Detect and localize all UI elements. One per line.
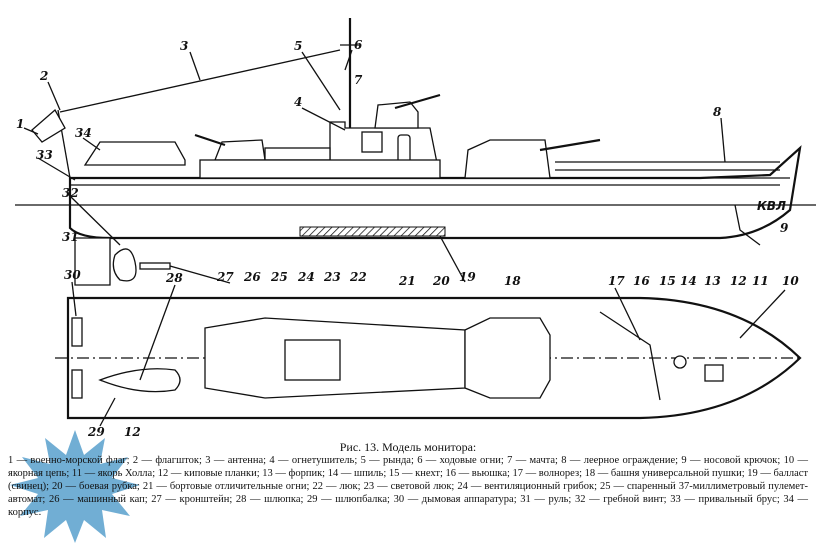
bow-hook — [734, 204, 761, 246]
figure-caption-title: Рис. 13. Модель монитора: — [339, 440, 477, 454]
callout-17: 17 — [608, 274, 625, 288]
rudder — [74, 237, 111, 286]
waterline-label: КВЛ — [757, 199, 786, 213]
turret-18 — [464, 139, 551, 179]
callouts: 1 2 3 4 5 6 7 8 9 10 11 12 13 14 15 16 1… — [16, 38, 799, 439]
callout-32: 32 — [62, 186, 79, 200]
capstan — [673, 355, 687, 369]
callout-5: 5 — [294, 39, 302, 53]
smoke-apparatus — [71, 317, 83, 347]
gun-barrel — [539, 138, 601, 152]
gun-barrel — [194, 133, 226, 147]
hull-plan — [66, 296, 802, 420]
engine-casing — [264, 147, 331, 161]
callout-19: 19 — [459, 270, 476, 284]
figure-legend-block: 1 — военно-морской флаг; 2 — флагшток; 3… — [8, 454, 808, 519]
propeller — [112, 248, 137, 282]
turret-upper — [374, 101, 419, 129]
boat-plan — [98, 368, 181, 393]
callout-13: 13 — [704, 274, 721, 288]
smoke-apparatus — [71, 369, 83, 399]
callout-10: 10 — [782, 274, 799, 288]
deckhouse — [199, 159, 441, 179]
callout-16: 16 — [633, 274, 650, 288]
side-view — [15, 18, 816, 286]
callout-34: 34 — [75, 126, 92, 140]
callout-15: 15 — [659, 274, 676, 288]
callout-26: 26 — [243, 270, 261, 284]
figure-legend: 1 — военно-морской флаг; 2 — флагшток; 3… — [8, 455, 808, 505]
ballast — [299, 226, 446, 237]
gun-barrel — [394, 93, 441, 110]
callout-18: 18 — [504, 274, 521, 288]
callout-11: 11 — [752, 274, 769, 288]
callout-33: 33 — [36, 148, 53, 162]
callout-30: 30 — [64, 268, 81, 282]
callout-29: 29 — [87, 425, 105, 439]
callout-2: 2 — [39, 69, 48, 83]
gun-mount-25 — [214, 139, 266, 161]
callout-31: 31 — [62, 230, 79, 244]
hull-side — [68, 145, 802, 240]
callout-23: 23 — [323, 270, 341, 284]
callout-6: 6 — [354, 38, 363, 52]
turret-plan — [464, 317, 551, 399]
porthole — [361, 131, 383, 153]
boat — [83, 141, 186, 166]
callout-3: 3 — [180, 39, 188, 53]
naval-flag — [31, 108, 66, 143]
callout-25: 25 — [270, 270, 288, 284]
callout-4: 4 — [294, 95, 302, 109]
forepeak-hatch — [704, 364, 724, 382]
callout-22: 22 — [349, 270, 367, 284]
breakwater-plan — [599, 311, 661, 401]
top-view — [55, 296, 802, 420]
callout-20: 20 — [432, 274, 450, 288]
callout-12-stern: 12 — [124, 425, 141, 439]
callout-8: 8 — [713, 105, 722, 119]
callout-12: 12 — [730, 274, 747, 288]
antenna — [59, 49, 341, 113]
callout-7: 7 — [354, 73, 363, 87]
callout-21: 21 — [398, 274, 416, 288]
skylight-plan — [284, 339, 341, 381]
figure-caption: Рис. 13. Модель монитора: 1 — военно-мор… — [8, 440, 808, 519]
callout-14: 14 — [680, 274, 697, 288]
callout-9: 9 — [780, 221, 789, 235]
bracket — [139, 262, 171, 270]
callout-1: 1 — [16, 117, 24, 131]
callout-28: 28 — [165, 271, 183, 285]
callout-24: 24 — [297, 270, 315, 284]
